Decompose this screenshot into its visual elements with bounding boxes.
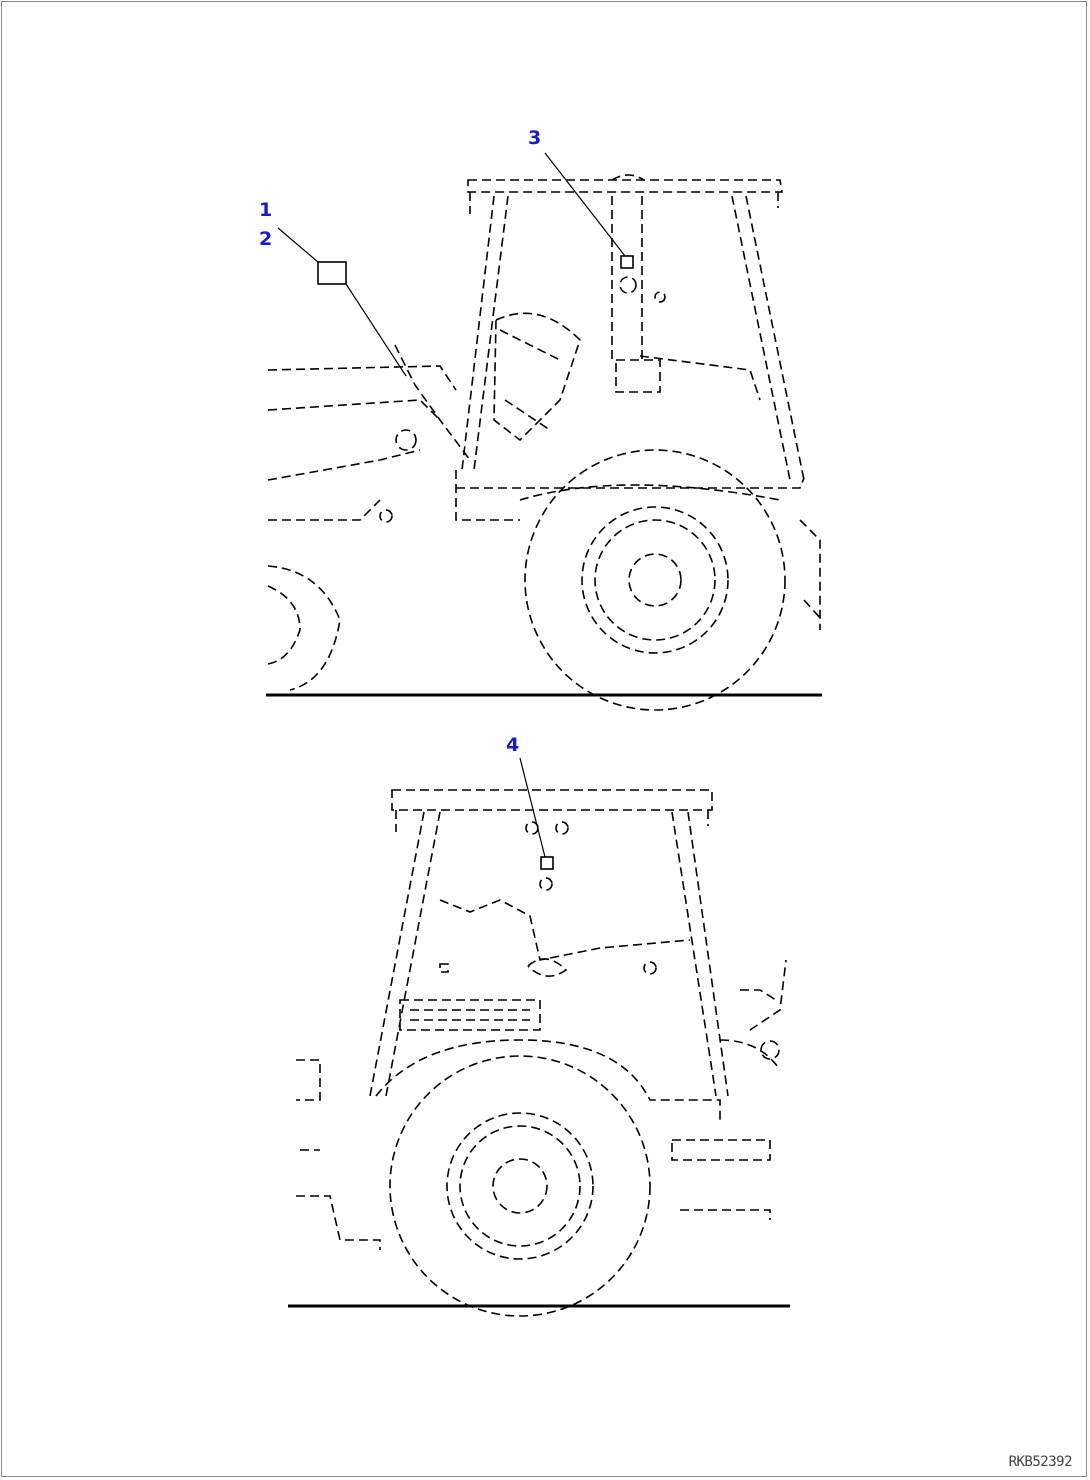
callout-3: 3	[528, 129, 541, 148]
leader-3	[544, 152, 626, 257]
cab-roof-bottom	[391, 789, 713, 811]
top-machine-side-view	[266, 152, 823, 711]
label-4-location	[540, 856, 554, 870]
callout-2: 2	[259, 230, 272, 249]
boom-arm-top	[267, 365, 457, 481]
leader-4	[519, 757, 546, 858]
front-pillar-top	[461, 195, 509, 471]
drawing-id: RKB52392	[1008, 1454, 1073, 1470]
cab-floor-top	[456, 477, 805, 489]
rear-wheel-top	[524, 449, 786, 711]
right-pillar-bottom	[671, 811, 729, 1097]
front-wheel-top	[267, 565, 341, 691]
callout-2-text: 2	[259, 228, 273, 250]
label-1-2-location	[317, 261, 347, 285]
label-3-location	[620, 255, 634, 269]
leader-1-2	[277, 227, 319, 263]
fender-bottom	[375, 1039, 721, 1120]
callout-1-text: 1	[259, 199, 273, 221]
callout-3-text: 3	[528, 127, 542, 149]
callout-4: 4	[506, 736, 519, 755]
rear-wheel-bottom	[389, 1055, 651, 1317]
bottom-machine-rear-view	[288, 757, 790, 1317]
callout-4-text: 4	[506, 734, 520, 756]
cab-roof-top	[467, 179, 783, 193]
left-pillar-bottom	[369, 811, 441, 1097]
rear-pillar-top	[731, 195, 805, 481]
callout-1: 1	[259, 201, 272, 220]
